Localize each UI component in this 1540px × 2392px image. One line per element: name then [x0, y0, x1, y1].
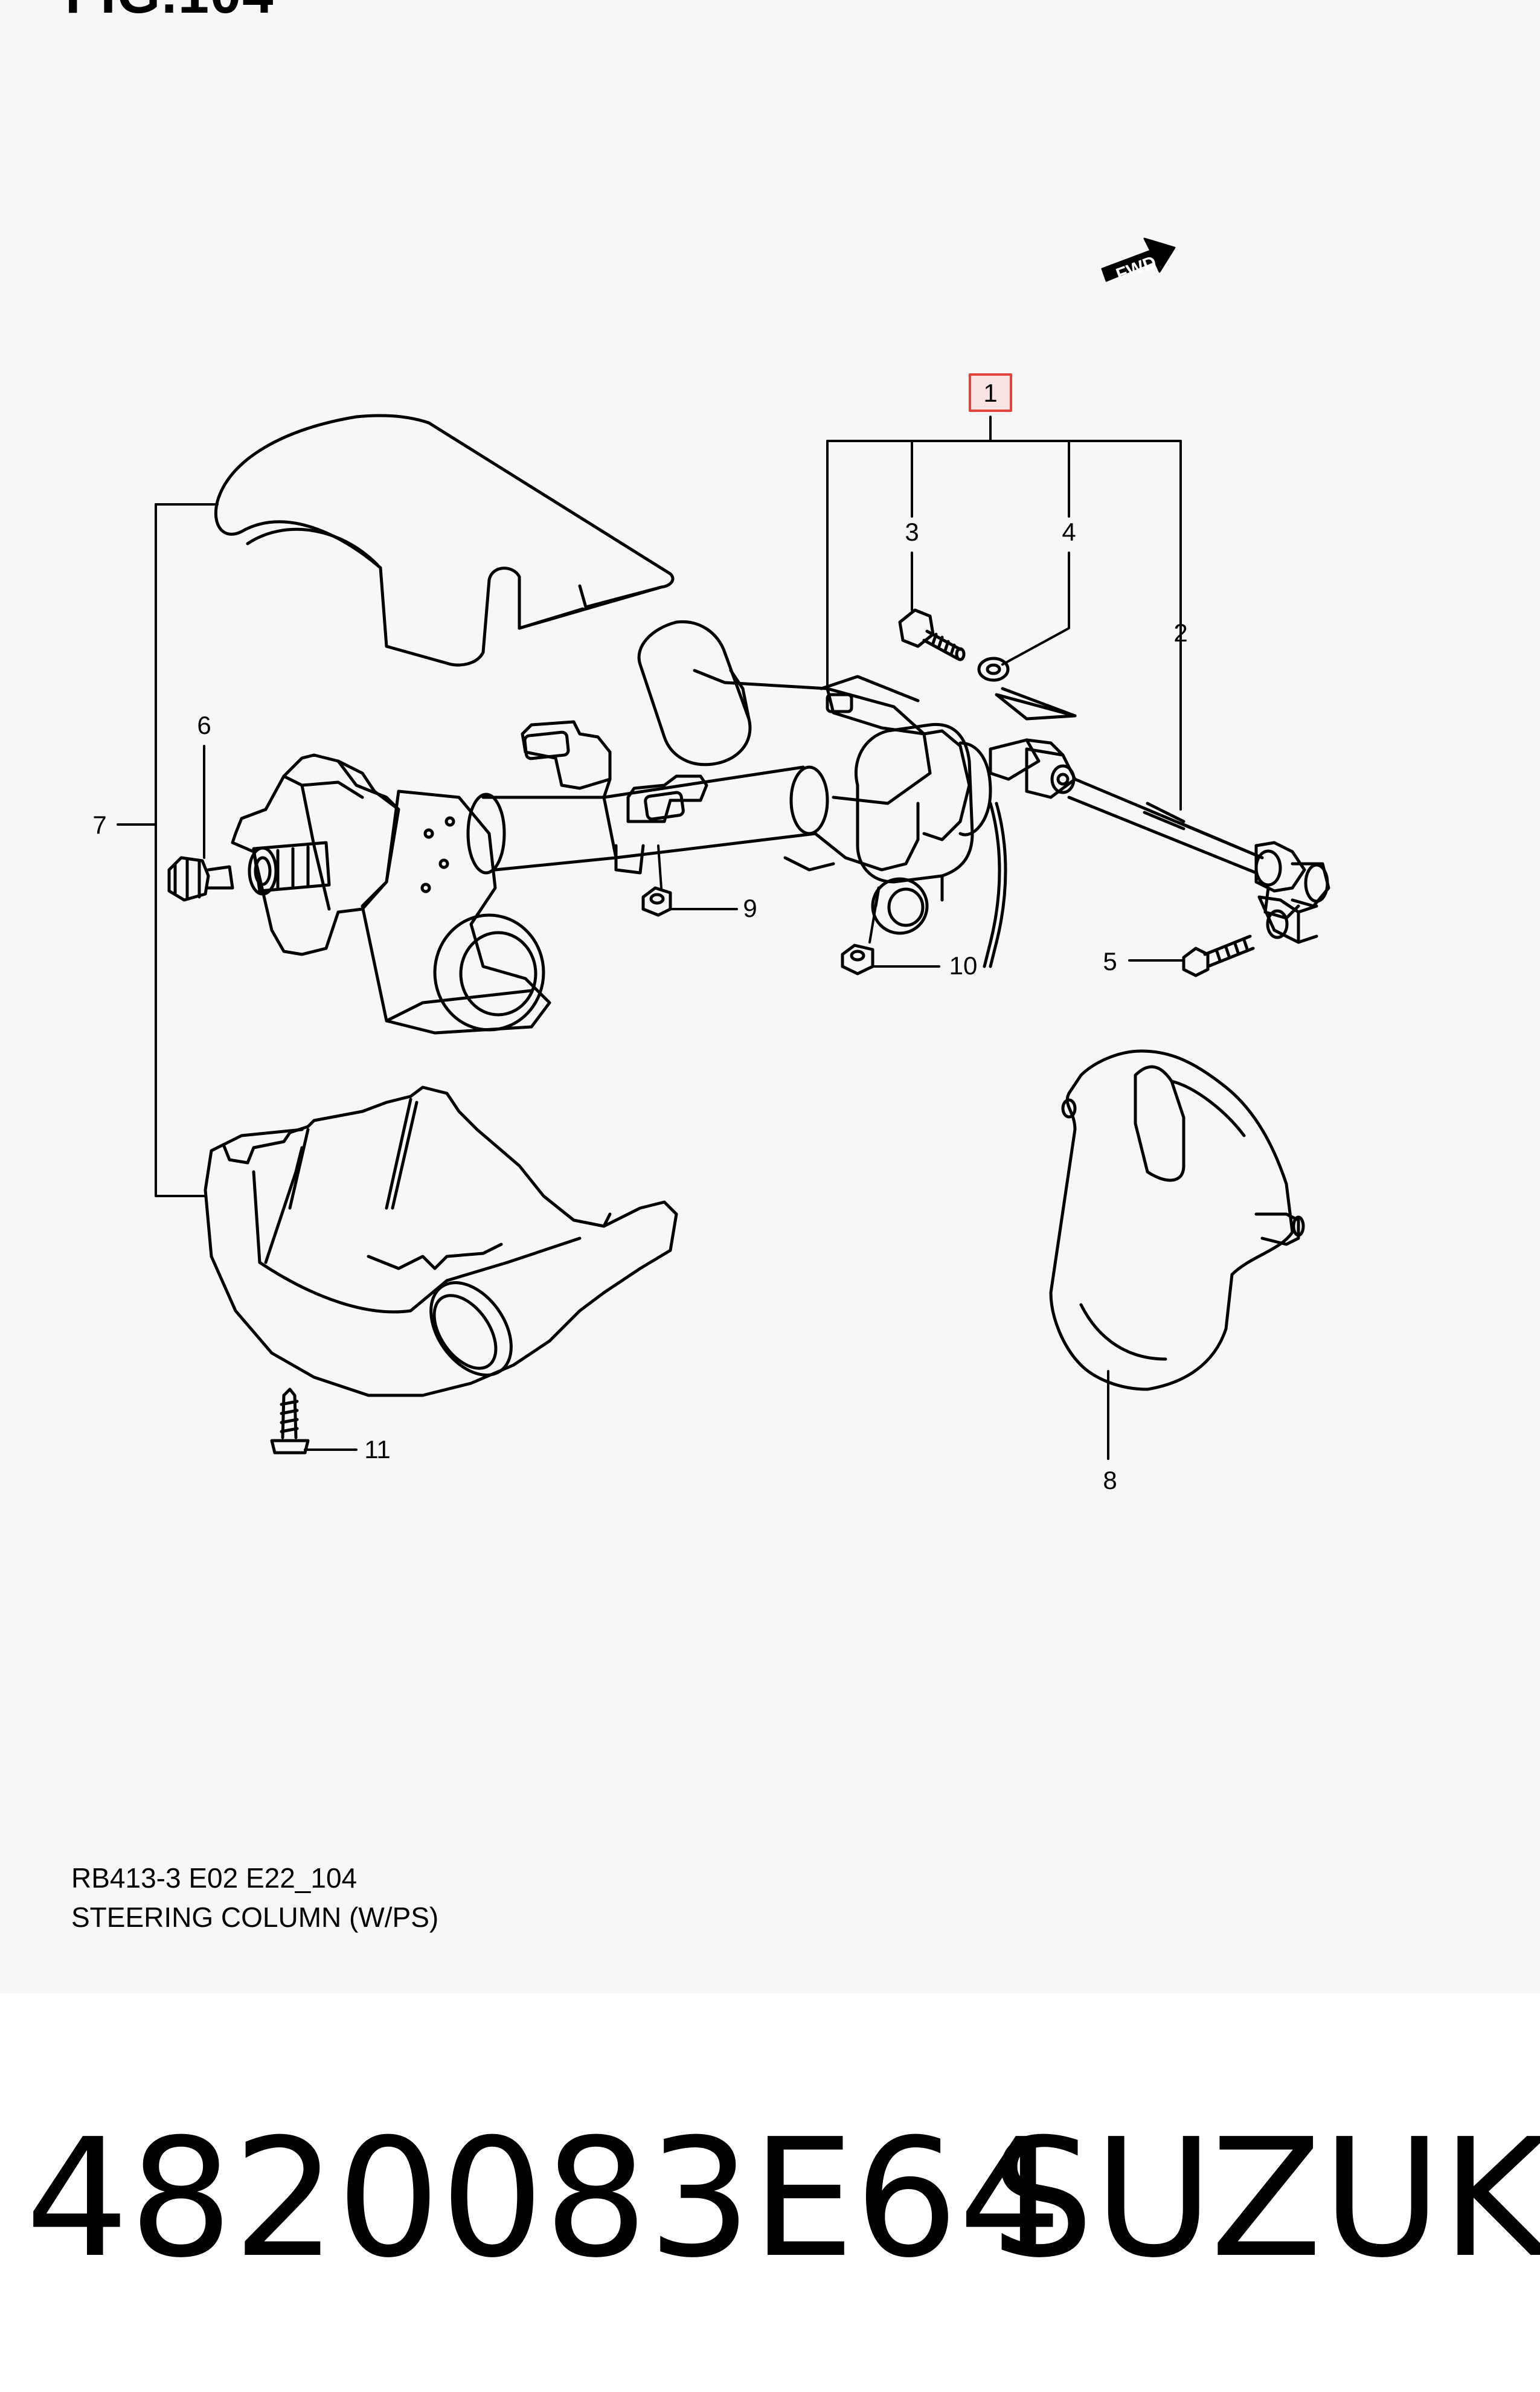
part-number: 4820083E64	[25, 2103, 1062, 2294]
callout-4[interactable]: 4	[1062, 518, 1076, 546]
diagram-code: RB413-3 E02 E22_104	[71, 1862, 358, 1894]
callout-5[interactable]: 5	[1103, 947, 1117, 976]
forward-arrow-icon: FWD	[1101, 237, 1176, 285]
screw-part-6	[167, 856, 234, 902]
exploded-parts-diagram: FWD	[92, 237, 1330, 1494]
footer-banner	[0, 1993, 1540, 2392]
part-1-highlight-box[interactable]	[969, 373, 1012, 412]
column-hole-cover	[1049, 1049, 1305, 1391]
callout-3[interactable]: 3	[905, 518, 919, 546]
nut-part-10	[841, 944, 874, 976]
callout-6[interactable]: 6	[197, 711, 211, 739]
lower-column-cover	[204, 1085, 678, 1397]
bolt-part-5	[1182, 934, 1255, 977]
diagram-name: STEERING COLUMN (W/PS)	[71, 1902, 439, 1933]
callout-11[interactable]: 11	[364, 1435, 391, 1464]
callout-8[interactable]: 8	[1103, 1466, 1117, 1494]
leader-lines	[117, 416, 1185, 1460]
nut-part-9	[641, 886, 672, 917]
upper-column-cover	[214, 414, 675, 667]
brand-name: SUZUKI	[990, 2103, 1540, 2294]
callout-9[interactable]: 9	[743, 894, 757, 922]
diagram-sheet	[0, 0, 1540, 1993]
screw-part-11	[270, 1387, 310, 1455]
washer-part-4	[977, 657, 1010, 682]
callout-10[interactable]: 10	[949, 951, 978, 980]
figure-title: FIG.104	[65, 0, 274, 26]
callout-1[interactable]: 1	[983, 379, 997, 407]
callout-7[interactable]: 7	[92, 811, 106, 839]
steering-column-assembly	[231, 620, 1330, 1035]
callout-2[interactable]: 2	[1173, 619, 1187, 647]
bolt-part-3	[898, 608, 966, 661]
